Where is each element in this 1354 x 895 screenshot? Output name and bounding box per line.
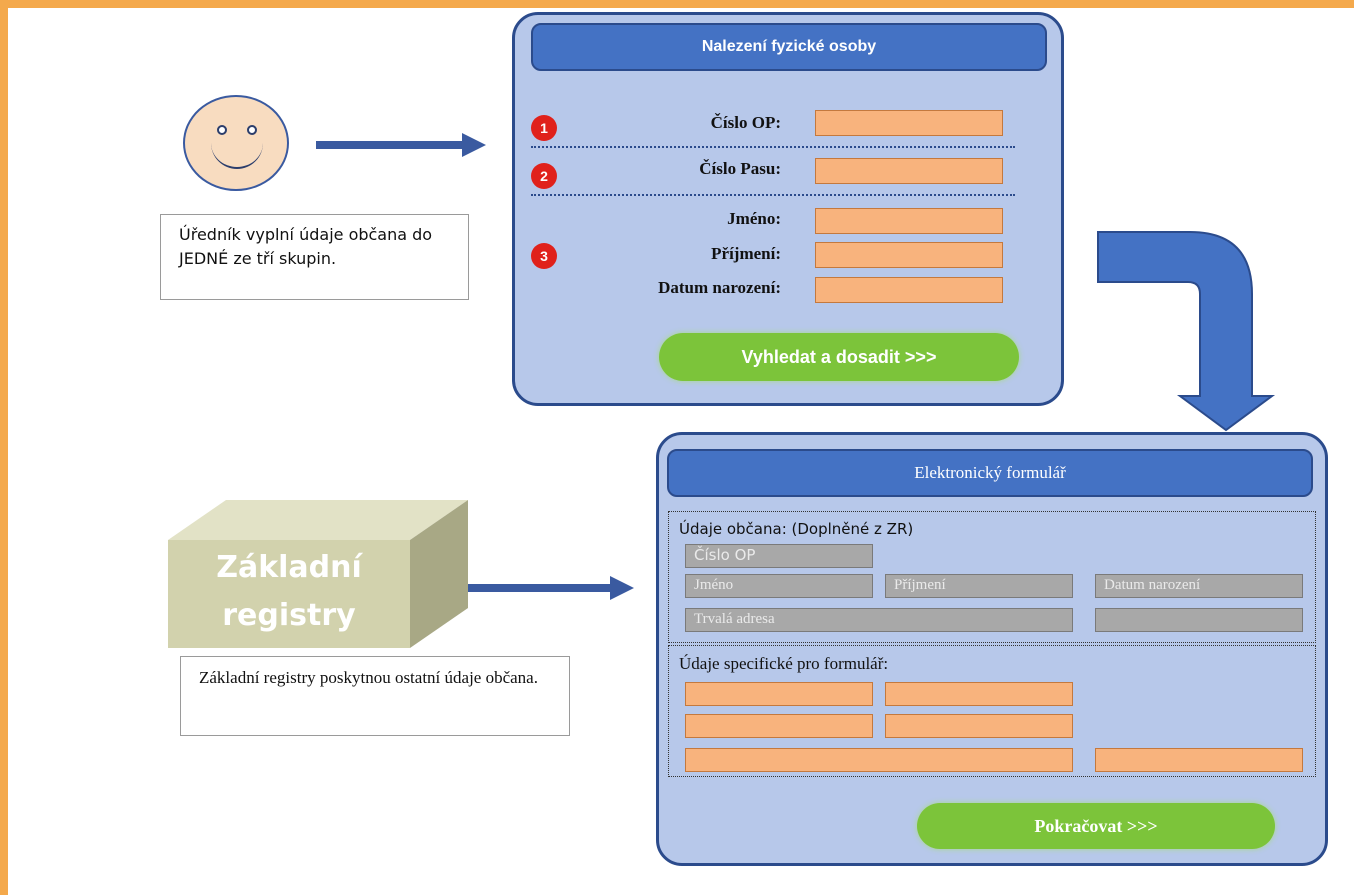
citizen-data-section: Údaje občana: (Doplněné z ZR) Číslo OP J… xyxy=(668,511,1316,643)
specific-field-3[interactable] xyxy=(685,714,873,738)
clerk-smiley-icon xyxy=(183,95,289,191)
search-and-fill-button[interactable]: Vyhledat a dosadit >>> xyxy=(659,333,1019,381)
specific-field-5[interactable] xyxy=(685,748,1073,772)
first-name-input[interactable] xyxy=(815,208,1003,234)
citizen-surname-field: Příjmení xyxy=(885,574,1073,598)
birth-date-input[interactable] xyxy=(815,277,1003,303)
surname-label: Příjmení: xyxy=(711,244,781,263)
arrow-registry-to-form xyxy=(428,576,634,600)
surname-input[interactable] xyxy=(815,242,1003,268)
specific-field-6[interactable] xyxy=(1095,748,1303,772)
registry-label-line-1: Základní xyxy=(216,550,362,585)
citizen-id-card-field: Číslo OP xyxy=(685,544,873,568)
search-panel-title: Nalezení fyzické osoby xyxy=(531,23,1047,71)
group-separator-1 xyxy=(531,146,1015,148)
registry-note: Základní registry poskytnou ostatní údaj… xyxy=(180,656,570,736)
specific-field-4[interactable] xyxy=(885,714,1073,738)
citizen-section-title: Údaje občana: (Doplněné z ZR) xyxy=(679,520,914,538)
specific-field-1[interactable] xyxy=(685,682,873,706)
citizen-birth-date-field: Datum narození xyxy=(1095,574,1303,598)
first-name-label: Jméno: xyxy=(727,209,781,228)
frame-left-border xyxy=(0,0,8,895)
passport-input[interactable] xyxy=(815,158,1003,184)
registry-label-line-2: registry xyxy=(222,598,356,633)
group-3-badge: 3 xyxy=(531,243,557,269)
specific-section-title: Údaje specifické pro formulář: xyxy=(679,654,889,673)
smile-mouth xyxy=(211,137,263,169)
left-eye xyxy=(217,125,227,135)
citizen-address-field: Trvalá adresa xyxy=(685,608,1073,632)
group-separator-2 xyxy=(531,194,1015,196)
group-2-badge: 2 xyxy=(531,163,557,189)
birth-date-label: Datum narození: xyxy=(658,278,781,297)
registry-box-icon xyxy=(168,540,410,648)
electronic-form-panel: Elektronický formulář Údaje občana: (Dop… xyxy=(656,432,1328,866)
registry-box-label: Základní registry xyxy=(168,544,410,640)
right-eye xyxy=(247,125,257,135)
citizen-first-name-field: Jméno xyxy=(685,574,873,598)
continue-button[interactable]: Pokračovat >>> xyxy=(917,803,1275,849)
form-specific-section: Údaje specifické pro formulář: xyxy=(668,645,1316,777)
electronic-form-title: Elektronický formulář xyxy=(667,449,1313,497)
group-1-badge: 1 xyxy=(531,115,557,141)
registry-box-top xyxy=(168,500,468,648)
arrow-clerk-to-search xyxy=(316,133,486,157)
citizen-extra-field xyxy=(1095,608,1303,632)
search-person-panel: Nalezení fyzické osoby 1 Číslo OP: 2 Čís… xyxy=(512,12,1064,406)
id-card-input[interactable] xyxy=(815,110,1003,136)
arrow-search-to-form xyxy=(1097,231,1276,432)
specific-field-2[interactable] xyxy=(885,682,1073,706)
id-card-label: Číslo OP: xyxy=(710,113,781,132)
clerk-note: Úředník vyplní údaje občana do JEDNÉ ze … xyxy=(160,214,469,300)
passport-label: Číslo Pasu: xyxy=(699,159,781,178)
frame-top-border xyxy=(0,0,1354,8)
